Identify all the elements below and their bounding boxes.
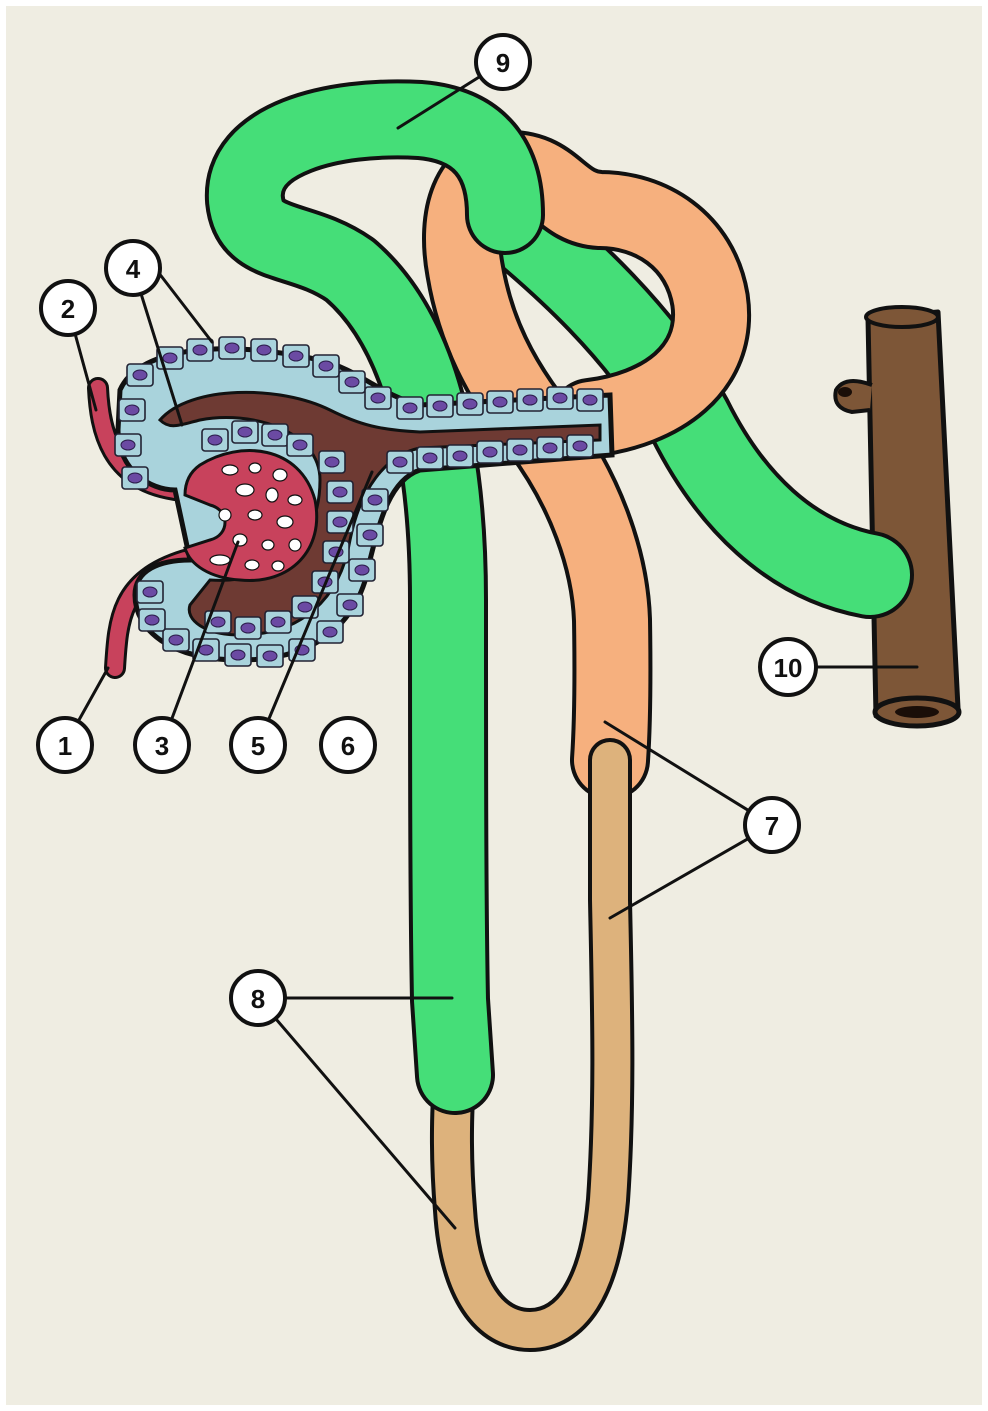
cell-nucleus xyxy=(553,393,567,403)
cell-nucleus xyxy=(513,445,527,455)
cell-nucleus xyxy=(128,473,142,483)
cell-nucleus xyxy=(121,440,135,450)
cell-nucleus xyxy=(325,457,339,467)
cell-nucleus xyxy=(268,430,282,440)
cell-nucleus xyxy=(423,453,437,463)
cell-nucleus xyxy=(319,361,333,371)
cell-nucleus xyxy=(393,457,407,467)
cell-nucleus xyxy=(368,495,382,505)
marker-6: 6 xyxy=(321,718,375,772)
cell-nucleus xyxy=(453,451,467,461)
marker-8-label: 8 xyxy=(251,984,265,1014)
marker-5-label: 5 xyxy=(251,731,265,761)
cell-nucleus xyxy=(145,615,159,625)
cell-nucleus xyxy=(573,441,587,451)
marker-9-label: 9 xyxy=(496,48,510,78)
marker-5: 5 xyxy=(231,718,285,772)
cell-nucleus xyxy=(543,443,557,453)
cell-nucleus xyxy=(323,627,337,637)
cell-nucleus xyxy=(433,401,447,411)
marker-3-label: 3 xyxy=(155,731,169,761)
cell-nucleus xyxy=(231,650,245,660)
cell-nucleus xyxy=(225,343,239,353)
cell-nucleus xyxy=(363,530,377,540)
marker-7: 7 xyxy=(745,798,799,852)
cell-nucleus xyxy=(133,370,147,380)
marker-4-label: 4 xyxy=(126,254,141,284)
marker-6-label: 6 xyxy=(341,731,355,761)
marker-7-label: 7 xyxy=(765,811,779,841)
cell-nucleus xyxy=(193,345,207,355)
cell-nucleus xyxy=(238,427,252,437)
marker-10-label: 10 xyxy=(774,653,803,683)
cell-nucleus xyxy=(143,587,157,597)
cell-nucleus xyxy=(403,403,417,413)
marker-3: 3 xyxy=(135,718,189,772)
cell-nucleus xyxy=(241,623,255,633)
cell-nucleus xyxy=(483,447,497,457)
cell-nucleus xyxy=(333,487,347,497)
cell-nucleus xyxy=(257,345,271,355)
cell-nucleus xyxy=(333,517,347,527)
marker-4: 4 xyxy=(106,241,160,295)
cell-nucleus xyxy=(199,645,213,655)
marker-8: 8 xyxy=(231,971,285,1025)
marker-1: 1 xyxy=(38,718,92,772)
cell-nucleus xyxy=(271,617,285,627)
cell-nucleus xyxy=(463,399,477,409)
marker-10: 10 xyxy=(760,639,816,695)
cell-nucleus xyxy=(211,617,225,627)
cell-nucleus xyxy=(371,393,385,403)
marker-9: 9 xyxy=(476,35,530,89)
cell-nucleus xyxy=(289,351,303,361)
cell-nucleus xyxy=(345,377,359,387)
cell-nucleus xyxy=(125,405,139,415)
marker-1-label: 1 xyxy=(58,731,72,761)
marker-2: 2 xyxy=(41,281,95,335)
marker-2-label: 2 xyxy=(61,294,75,324)
cell-nucleus xyxy=(523,395,537,405)
cell-nucleus xyxy=(163,353,177,363)
cell-nucleus xyxy=(208,435,222,445)
cell-nucleus xyxy=(263,651,277,661)
cell-nucleus xyxy=(355,565,369,575)
cell-nucleus xyxy=(343,600,357,610)
cell-nucleus xyxy=(583,395,597,405)
cell-nucleus xyxy=(293,440,307,450)
cell-nucleus xyxy=(169,635,183,645)
cell-nucleus xyxy=(493,397,507,407)
cell-nucleus xyxy=(298,602,312,612)
